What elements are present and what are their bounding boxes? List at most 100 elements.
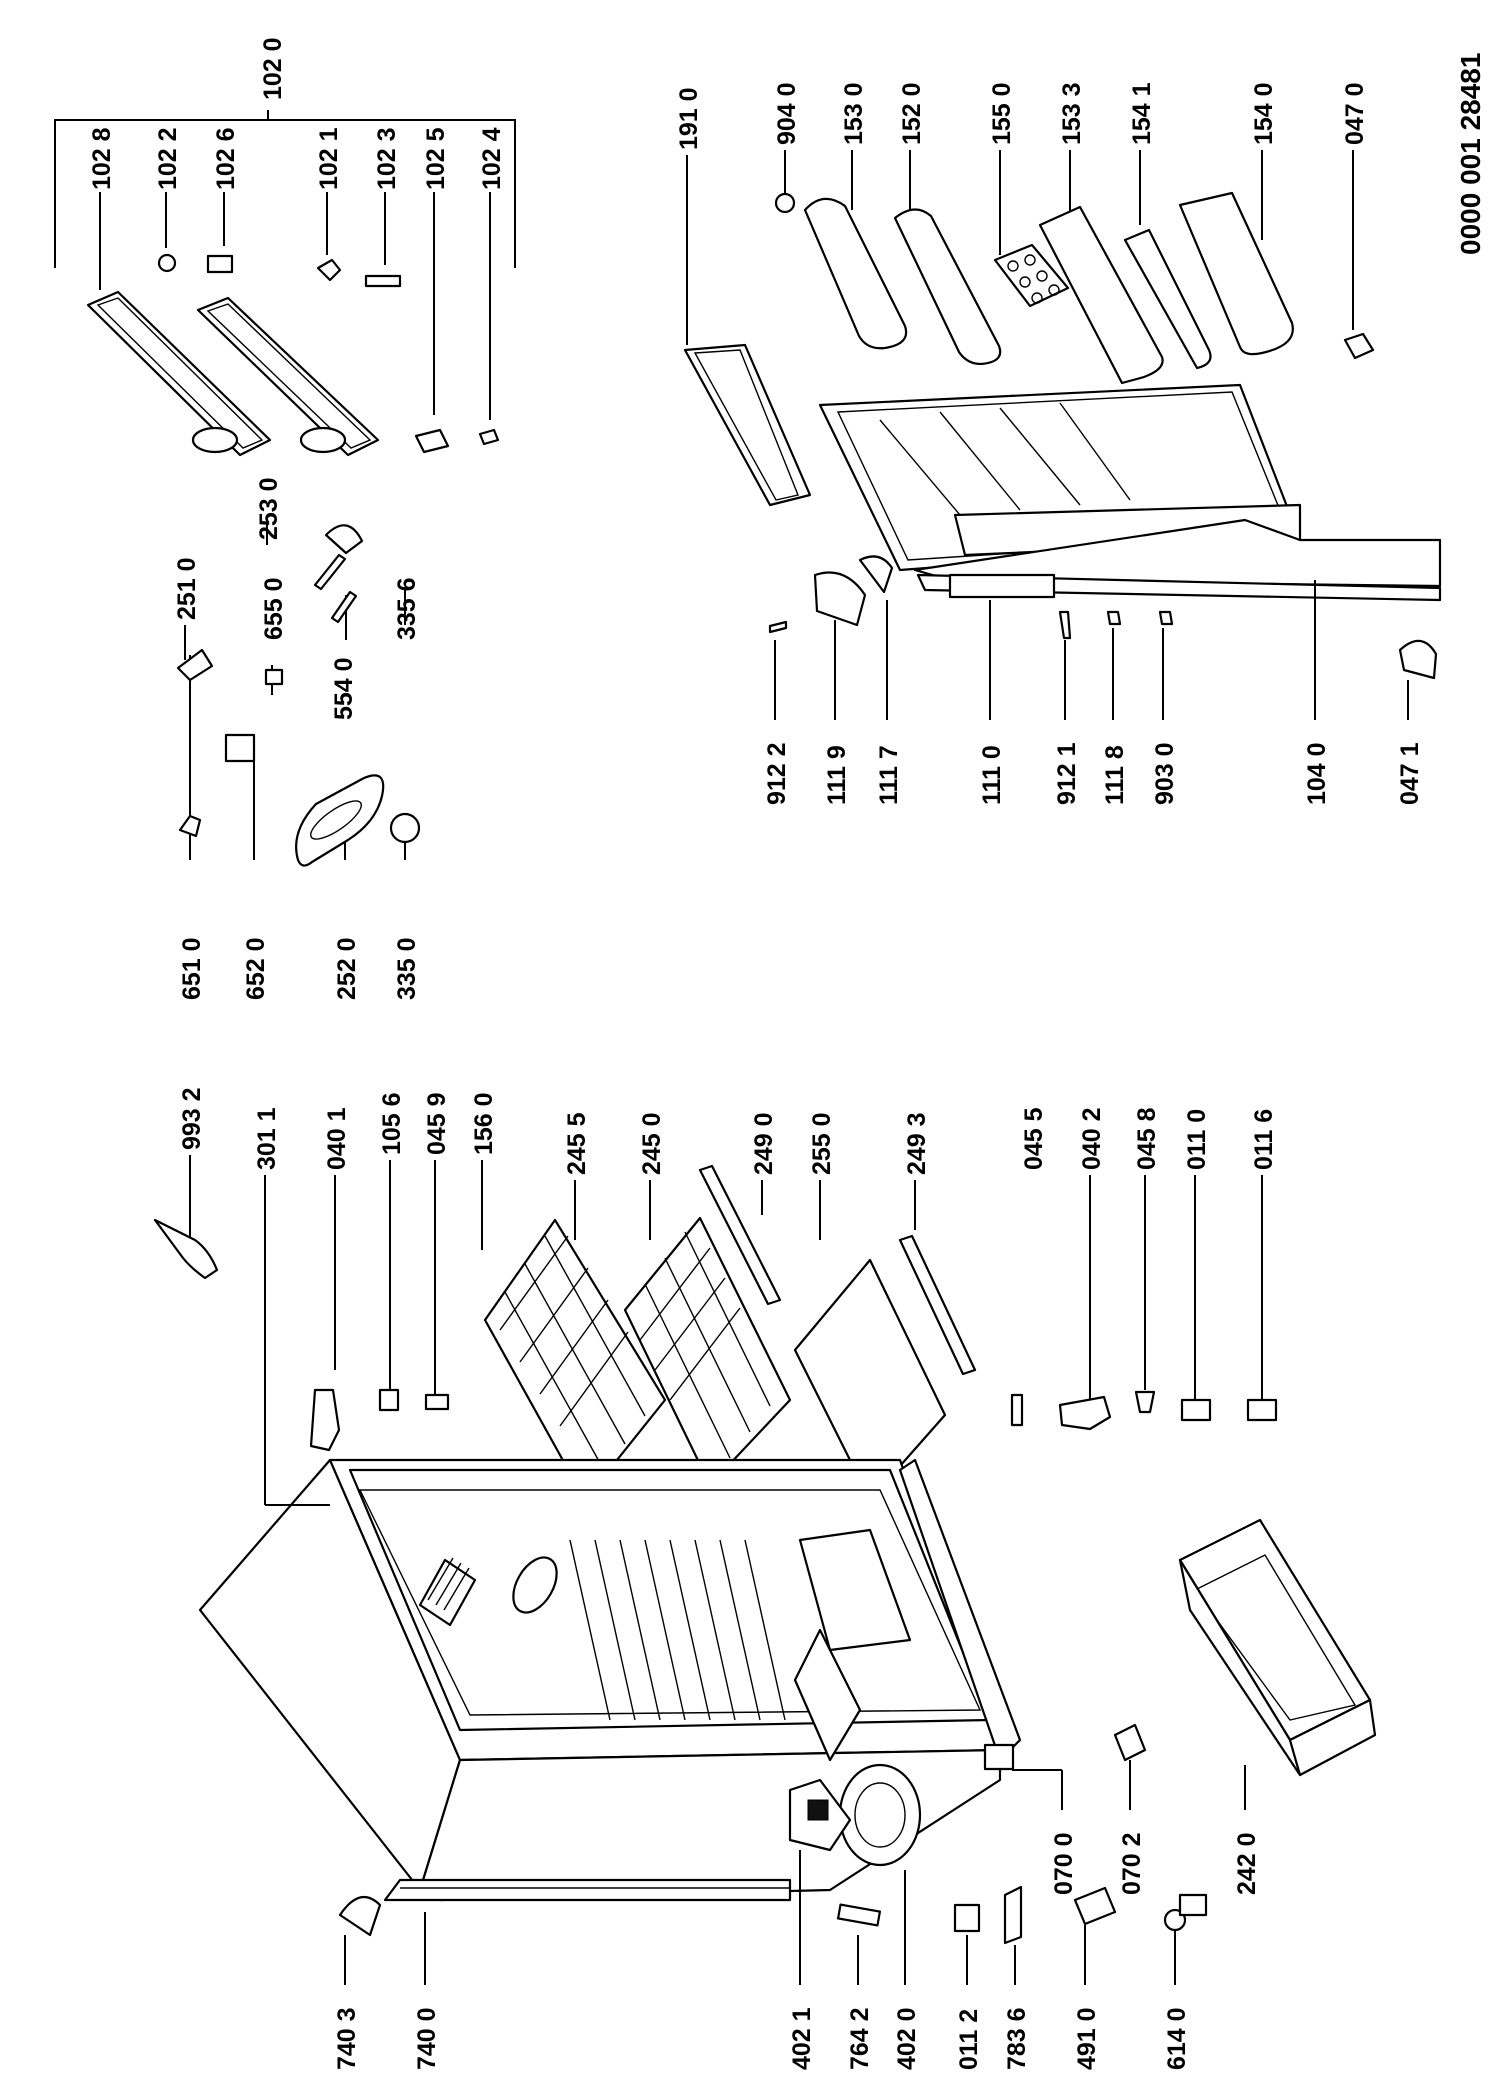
- label-9122: 912 2: [763, 742, 791, 805]
- screw-9122-icon: [768, 620, 788, 634]
- label-5540: 554 0: [330, 657, 358, 720]
- label-0470: 047 0: [1341, 82, 1369, 145]
- light-housing-252: [295, 774, 385, 867]
- part-0459-icon: [424, 1393, 450, 1411]
- screw-9121-icon: [1058, 610, 1072, 640]
- foot-0116-icon: [1246, 1398, 1278, 1422]
- hinge-0471-icon: [1398, 639, 1438, 680]
- label-2530: 253 0: [255, 477, 283, 540]
- label-0402: 040 2: [1078, 1107, 1106, 1170]
- label-3356: 335 6: [393, 577, 421, 640]
- shelf-group-102: [54, 110, 516, 457]
- label-1540: 154 0: [1250, 82, 1278, 145]
- foot-0700-icon: [983, 1743, 1015, 1771]
- door-rail-153-0: [803, 197, 908, 350]
- clip-1021-icon: [316, 258, 342, 282]
- label-2450: 245 0: [638, 1112, 666, 1175]
- cabinet-body: [198, 1458, 1022, 1902]
- label-1025: 102 5: [422, 127, 450, 190]
- label-1023: 102 3: [373, 127, 401, 190]
- label-3350: 335 0: [393, 937, 421, 1000]
- foot-0110-icon: [1180, 1398, 1212, 1422]
- hinge-cover-1119: [813, 571, 867, 627]
- clip-7836-icon: [1003, 1885, 1023, 1945]
- screw-9030-icon: [1158, 610, 1174, 626]
- cover-251-icon: [176, 648, 214, 682]
- bracket-0401-icon: [309, 1388, 341, 1452]
- clip-4910-icon: [1073, 1886, 1117, 1926]
- hinge-1117-icon: [858, 555, 894, 594]
- door-bin-153-3: [1038, 205, 1164, 385]
- egg-tray-155: [993, 243, 1070, 308]
- switch-554-icon: [264, 668, 284, 686]
- label-0110: 011 0: [1183, 1109, 1211, 1170]
- label-6550: 655 0: [260, 577, 288, 640]
- label-0458: 045 8: [1133, 1107, 1161, 1170]
- pad-1025-icon: [414, 428, 450, 454]
- pad-1024-icon: [478, 428, 500, 446]
- label-0116: 011 6: [1250, 1109, 1278, 1170]
- glass-shelf-1028: [86, 290, 272, 457]
- label-0702: 070 2: [1118, 1832, 1146, 1895]
- compressor-4020: [788, 1763, 922, 1867]
- part-1118-icon: [1106, 610, 1122, 626]
- label-1022: 102 2: [154, 127, 182, 190]
- knob-651-icon: [178, 814, 202, 838]
- label-1021: 102 1: [315, 127, 343, 190]
- door-group: [683, 150, 1442, 720]
- label-9040: 904 0: [773, 82, 801, 145]
- grommet-0112-icon: [953, 1903, 981, 1933]
- label-1118: 111 8: [1101, 745, 1129, 805]
- label-2550: 255 0: [808, 1112, 836, 1175]
- wire-shelf-2455: [483, 1218, 667, 1502]
- label-1119: 111 9: [823, 745, 851, 805]
- label-2510: 251 0: [173, 557, 201, 620]
- label-7642: 764 2: [846, 2007, 874, 2070]
- label-6510: 651 0: [178, 937, 206, 1000]
- pin-0455-icon: [1010, 1393, 1024, 1427]
- lamp-holder-655-icon: [313, 553, 347, 591]
- label-1028: 102 8: [88, 127, 116, 190]
- clip-1023-icon: [364, 274, 402, 288]
- label-1026: 102 6: [212, 127, 240, 190]
- label-7400: 740 0: [413, 2007, 441, 2070]
- label-1520: 152 0: [898, 82, 926, 145]
- label-9121: 912 1: [1053, 742, 1081, 805]
- glass-plate-2550: [793, 1258, 947, 1502]
- thermostat-652-icon: [224, 733, 256, 763]
- label-1020: 102 0: [259, 37, 287, 100]
- screw-0458-icon: [1134, 1390, 1156, 1414]
- light-housing-inside: [512, 1556, 558, 1614]
- bottle-guard-154-1: [1123, 228, 1212, 370]
- glass-shelf-1020: [196, 296, 380, 457]
- part-1056-icon: [378, 1388, 400, 1412]
- label-7403: 740 3: [333, 2007, 361, 2070]
- control-group: [176, 515, 421, 867]
- label-3011: 301 1: [253, 1107, 281, 1170]
- label-0459: 045 9: [423, 1092, 451, 1155]
- relay-6140: [1163, 1893, 1208, 1932]
- label-1560: 156 0: [470, 1092, 498, 1155]
- cap-904-icon: [774, 192, 796, 214]
- power-cable-9932: [153, 1218, 219, 1280]
- diffuser-253-icon: [324, 524, 364, 555]
- label-9030: 903 0: [1151, 742, 1179, 805]
- bulb-335-icon: [389, 812, 421, 844]
- hinge-0402-icon: [1058, 1395, 1112, 1431]
- crisper-drawer-2420: [1178, 1518, 1377, 1777]
- label-2420: 242 0: [1233, 1832, 1261, 1895]
- cap-1022-icon: [157, 253, 177, 273]
- door-bin-154-0: [1178, 191, 1294, 356]
- label-4020: 402 0: [893, 2007, 921, 2070]
- label-0455: 045 5: [1020, 1107, 1048, 1170]
- strip-2493: [898, 1234, 977, 1376]
- door-rail-152-0: [893, 208, 1002, 366]
- label-0700: 070 0: [1050, 1832, 1078, 1895]
- document-number: 0000 001 28481: [1455, 53, 1486, 255]
- bottom-parts-group: [338, 1518, 1377, 1985]
- label-2520: 252 0: [333, 937, 361, 1000]
- label-1040: 104 0: [1303, 742, 1331, 805]
- bracket-1026-icon: [206, 254, 234, 274]
- part-0702-icon: [1113, 1723, 1147, 1762]
